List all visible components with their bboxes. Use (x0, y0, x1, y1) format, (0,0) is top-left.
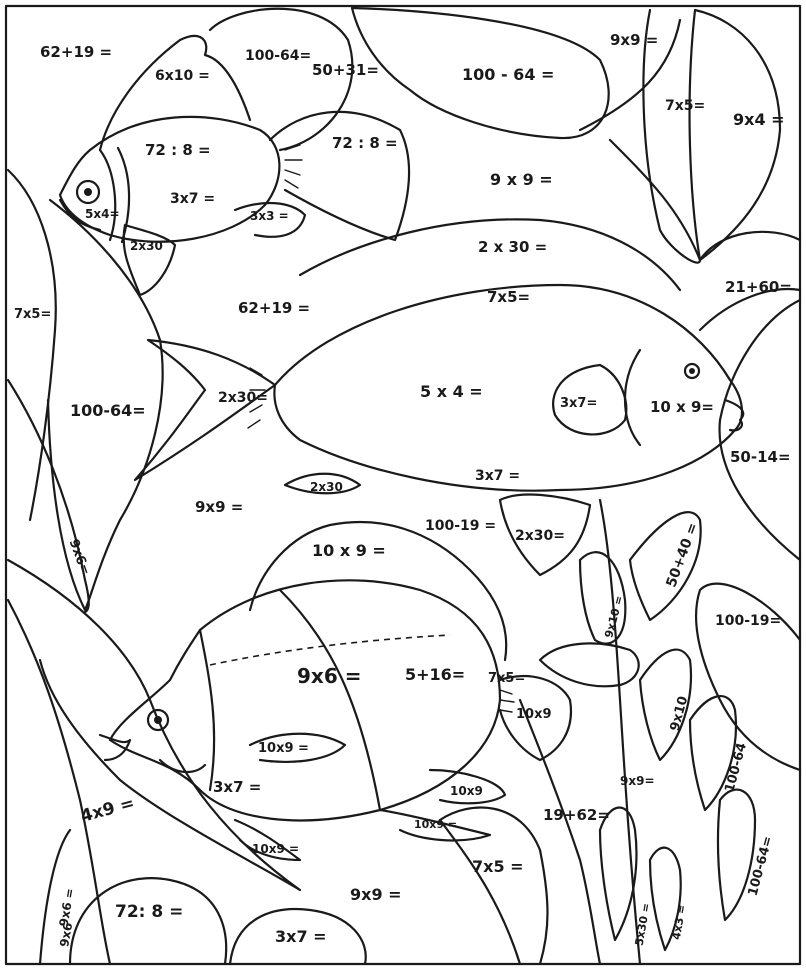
label: 3x7 = (475, 468, 520, 484)
label: 100-64= (70, 401, 146, 420)
number-labels: 62+19 = 6x10 = 100-64= 50+31= 100 - 64 =… (14, 31, 792, 948)
label: 3x3 = (250, 209, 289, 223)
label: 9x9 = (195, 498, 243, 516)
label: 10x9 (450, 784, 483, 798)
label: 5 x 4 = (420, 382, 483, 401)
label: 10 x 9= (650, 398, 714, 416)
label: 3x7 = (213, 778, 261, 796)
label: 100 - 64 = (462, 65, 554, 84)
label: 2x30= (515, 528, 565, 544)
label: 7x5= (488, 671, 525, 686)
label: 100-19 = (425, 518, 496, 534)
label: 50+40 = (663, 521, 701, 590)
label: 7x5 = (472, 857, 524, 876)
label: 2x30= (218, 390, 268, 406)
label: 4x9 = (79, 793, 137, 827)
label: 100-19= (715, 613, 781, 629)
label: 3x7 = (275, 927, 327, 946)
label: 62+19 = (238, 299, 310, 317)
label: 10x9 (516, 707, 552, 722)
label: 9x6 = (297, 664, 361, 688)
fish-bottom (98, 520, 573, 862)
page-frame (4, 4, 802, 966)
label: 9x9= (620, 774, 655, 788)
fish-top-left (58, 34, 411, 297)
label: 10x9 = (414, 818, 457, 831)
label: 9x6 (57, 921, 75, 948)
label: 2 x 30 = (478, 238, 547, 256)
label: 10x9 = (258, 741, 309, 756)
label: 6x10 = (155, 68, 210, 84)
label: 9x4 = (733, 110, 785, 129)
label: 3x7 = (170, 191, 215, 207)
label: 72 : 8 = (332, 134, 398, 152)
label: 4x3 = (670, 904, 689, 941)
label: 7x5= (487, 288, 530, 306)
label: 9x6 = (57, 887, 78, 928)
label: 9x10 = (602, 594, 626, 639)
label: 2x30 (130, 239, 163, 253)
label: 5x4= (85, 207, 120, 221)
label: 9x10 (668, 695, 692, 733)
label: 10 x 9 = (312, 541, 386, 560)
label: 5+16= (405, 665, 465, 684)
label: 21+60= (725, 278, 792, 296)
label: 72: 8 = (115, 902, 183, 922)
label: 50+31= (312, 61, 379, 79)
label: 19+62= (543, 806, 610, 824)
label: 2x30 (310, 480, 343, 494)
fish-middle (133, 218, 745, 577)
label: 100-64 (722, 741, 750, 794)
label: 10x9 = (252, 842, 299, 856)
label: 50-14= (730, 448, 791, 466)
label: 7x5= (665, 98, 705, 114)
label: 100-64= (245, 48, 311, 64)
label: 3x7= (560, 396, 597, 411)
label: 7x5= (14, 307, 51, 322)
label: 9x9 = (610, 31, 658, 49)
label: 9x9 = (350, 885, 402, 904)
label: 72 : 8 = (145, 141, 211, 159)
label: 62+19 = (40, 43, 112, 61)
label: 9 x 9 = (490, 170, 553, 189)
seaweed-leaves (6, 6, 802, 966)
